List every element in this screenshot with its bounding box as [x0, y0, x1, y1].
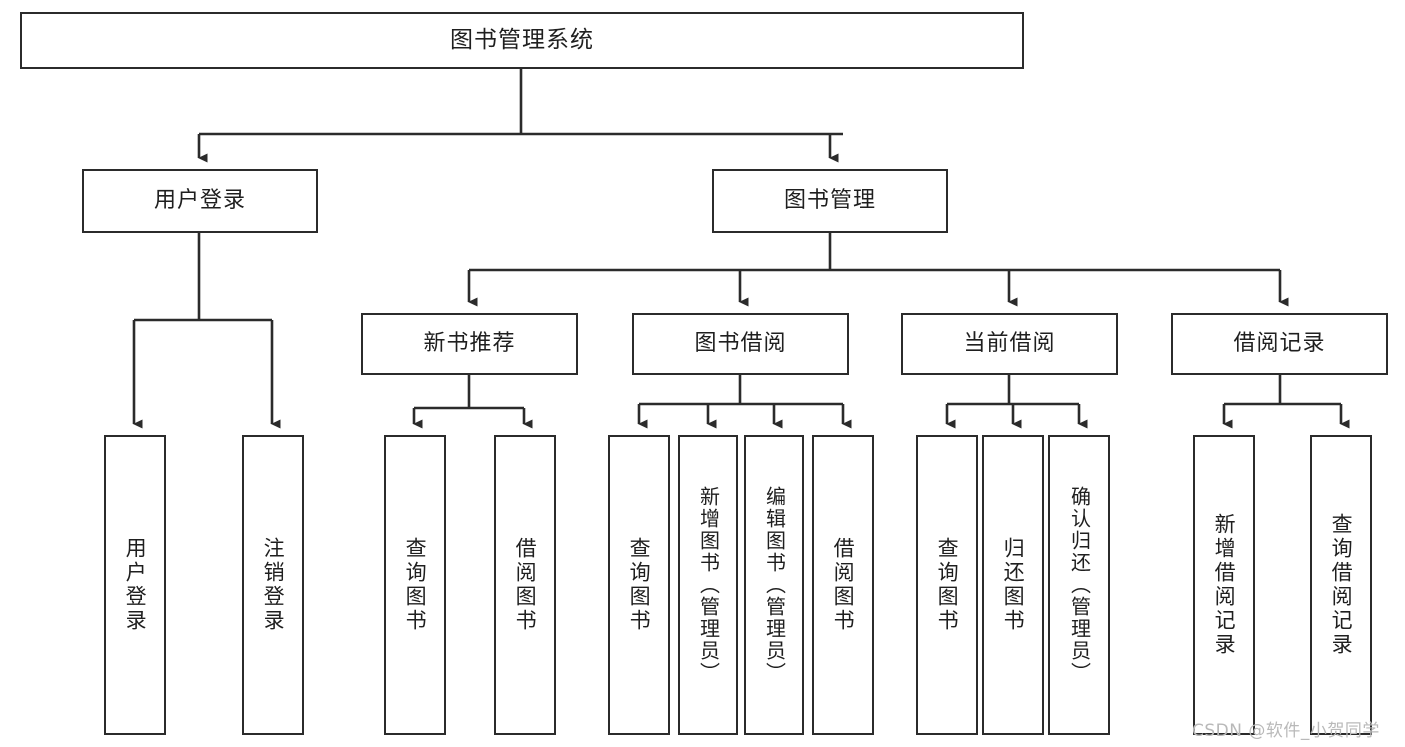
node-label: 图书管理系统 [450, 26, 594, 53]
node-label: 借阅记录 [1233, 331, 1326, 357]
leaf-confirm-return-admin[interactable]: 确认归还（管理员） [1048, 435, 1110, 735]
node-label: 新增借阅记录 [1212, 513, 1237, 657]
csdn-watermark: CSDN @软件_小贺同学 [1192, 721, 1380, 741]
leaf-query-book-current[interactable]: 查询图书 [916, 435, 978, 735]
leaf-user-logout[interactable]: 注销登录 [242, 435, 304, 735]
leaf-borrow-book-borrow[interactable]: 借阅图书 [812, 435, 874, 735]
leaf-return-book[interactable]: 归还图书 [982, 435, 1044, 735]
node-label: 新书推荐 [423, 331, 516, 357]
leaf-borrow-book-recommend[interactable]: 借阅图书 [494, 435, 556, 735]
node-label: 注销登录 [261, 537, 286, 633]
node-book-borrow[interactable]: 图书借阅 [632, 313, 849, 375]
node-borrow-record[interactable]: 借阅记录 [1171, 313, 1388, 375]
node-label: 借阅图书 [831, 537, 856, 633]
node-label: 查询借阅记录 [1329, 513, 1354, 657]
leaf-query-book-recommend[interactable]: 查询图书 [384, 435, 446, 735]
node-label: 编辑图书（管理员） [762, 486, 787, 684]
node-label: 归还图书 [1001, 537, 1026, 633]
node-label: 图书借阅 [694, 331, 787, 357]
node-new-book-recommend[interactable]: 新书推荐 [361, 313, 578, 375]
node-label: 确认归还（管理员） [1067, 486, 1092, 684]
node-user-login[interactable]: 用户登录 [82, 169, 318, 233]
node-current-borrow[interactable]: 当前借阅 [901, 313, 1118, 375]
node-label: 查询图书 [935, 537, 960, 633]
node-label: 查询图书 [403, 537, 428, 633]
leaf-add-book-admin[interactable]: 新增图书（管理员） [678, 435, 738, 735]
leaf-query-book-borrow[interactable]: 查询图书 [608, 435, 670, 735]
node-label: 图书管理 [783, 188, 876, 214]
leaf-add-borrow-record[interactable]: 新增借阅记录 [1193, 435, 1255, 735]
node-label: 新增图书（管理员） [696, 486, 721, 684]
node-label: 用户登录 [153, 188, 246, 214]
node-book-manage[interactable]: 图书管理 [712, 169, 948, 233]
leaf-edit-book-admin[interactable]: 编辑图书（管理员） [744, 435, 804, 735]
node-root-system[interactable]: 图书管理系统 [20, 12, 1024, 69]
node-label: 用户登录 [123, 537, 148, 633]
leaf-user-login[interactable]: 用户登录 [104, 435, 166, 735]
node-label: 当前借阅 [963, 331, 1056, 357]
node-label: 借阅图书 [513, 537, 538, 633]
leaf-query-borrow-record[interactable]: 查询借阅记录 [1310, 435, 1372, 735]
node-label: 查询图书 [627, 537, 652, 633]
